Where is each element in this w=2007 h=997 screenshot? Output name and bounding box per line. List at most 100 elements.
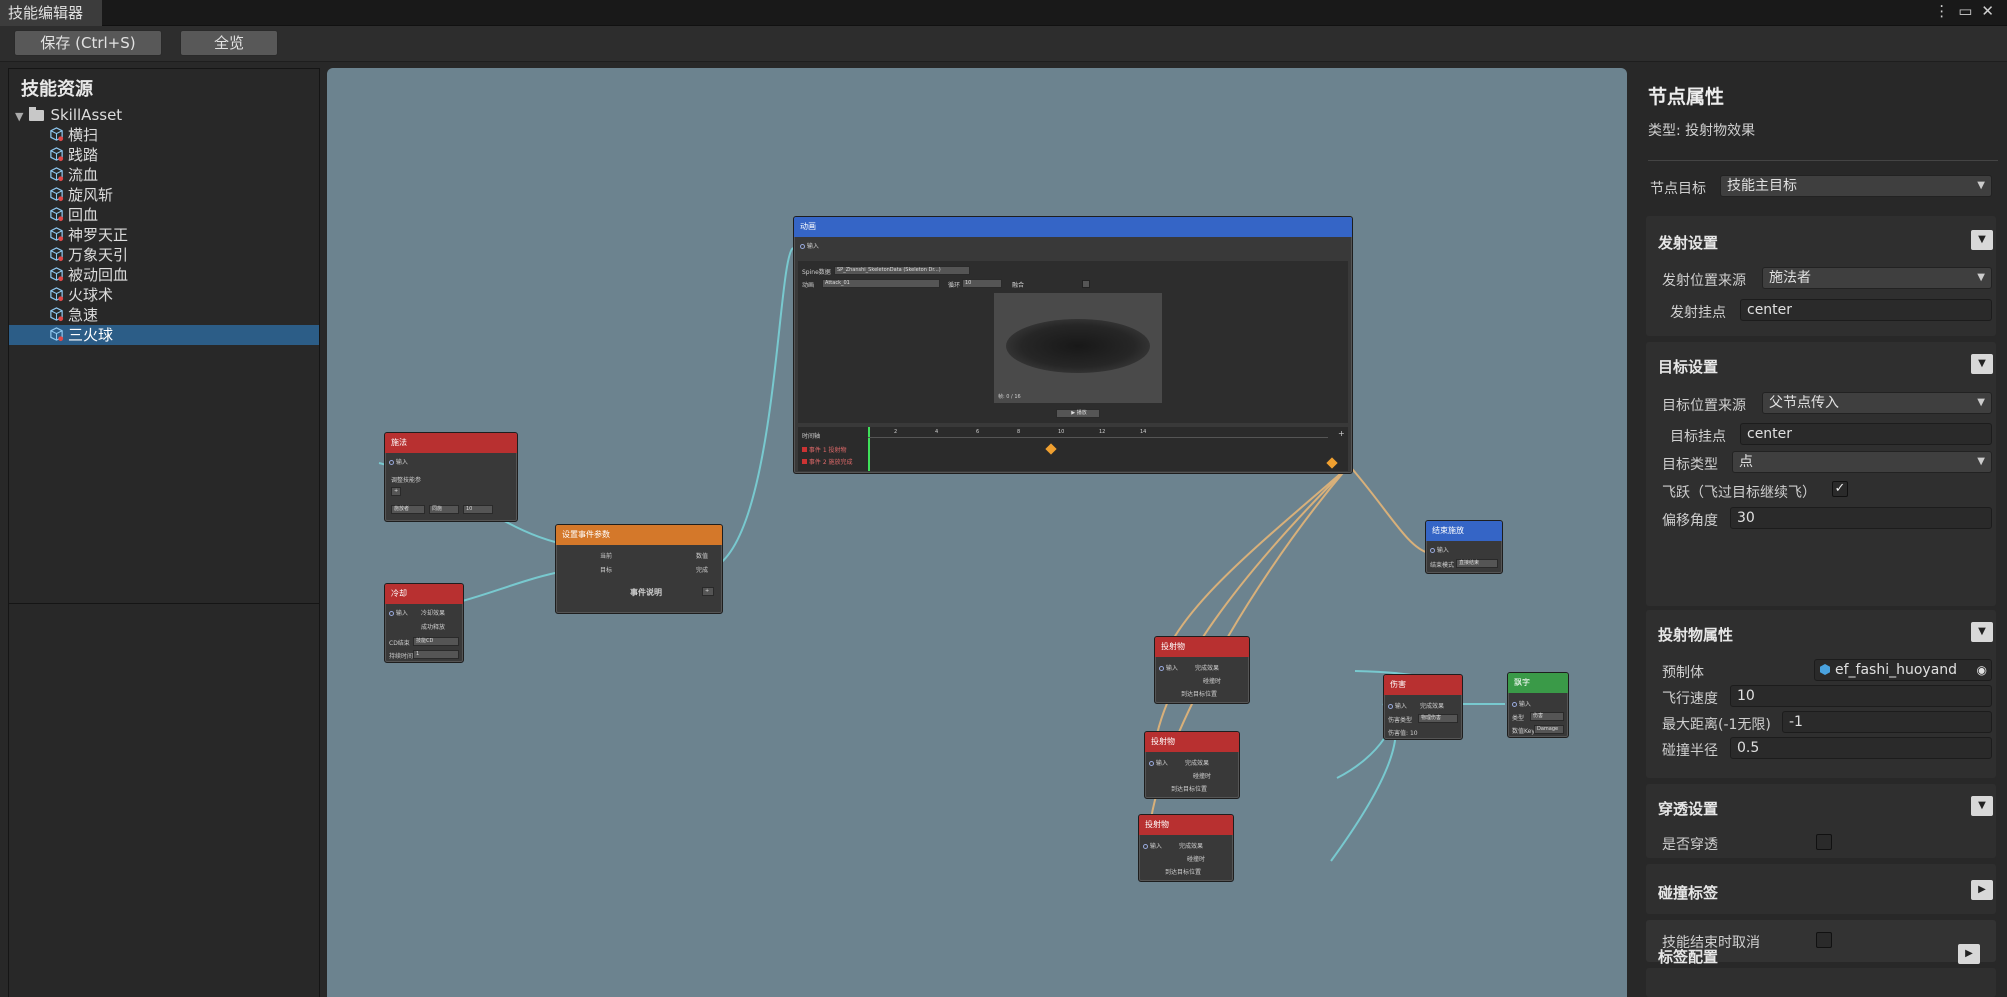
tree-root-row[interactable]: ▼SkillAsset xyxy=(9,105,319,125)
node-event-p4[interactable]: 完成 xyxy=(696,567,709,574)
target-mount-input[interactable]: center xyxy=(1740,423,1992,445)
node-set-event[interactable]: 设置事件参数 当前 目标 数值 完成 事件说明 + xyxy=(555,524,723,614)
node-cooldown[interactable]: 冷却 输入 冷却效果 成功释放 CD结束 技能CD 持续时间 1 xyxy=(384,583,464,663)
node-projectile-3[interactable]: 投射物 输入 完成效果 碰撞时 到达目标位置 xyxy=(1138,814,1234,882)
expand-arrow-icon[interactable]: ▼ xyxy=(15,110,24,123)
node-cast-val[interactable]: 10 xyxy=(463,505,493,514)
target-settings-fold-button[interactable]: ▼ xyxy=(1971,354,1993,374)
node-proj2-p3[interactable]: 到达目标位置 xyxy=(1171,786,1208,793)
node-cast-opt2[interactable]: 同施 xyxy=(429,505,459,514)
node-cooldown-p1[interactable]: 冷却效果 xyxy=(421,610,446,617)
node-number-input[interactable]: 输入 xyxy=(1512,699,1531,708)
node-spine-anim[interactable]: 动画 输入 Spine数据 SP_Zhanshi_SkeletonData (S… xyxy=(793,216,1353,474)
node-event-p3[interactable]: 数值 xyxy=(696,553,709,560)
node-proj3-p3[interactable]: 到达目标位置 xyxy=(1165,869,1202,876)
pierce-enable-checkbox[interactable] xyxy=(1816,834,1832,850)
tag-config-expand-button[interactable]: ▶ xyxy=(1958,944,1980,964)
launch-mount-input[interactable]: center xyxy=(1740,299,1992,321)
node-cast[interactable]: 施法 输入 调整技能参 + 施放者 同施 10 xyxy=(384,432,518,522)
node-proj3-p1[interactable]: 完成效果 xyxy=(1179,843,1204,850)
node-spine-input[interactable]: 输入 xyxy=(800,241,819,250)
close-icon[interactable]: ✕ xyxy=(1981,2,2003,20)
tree-item-skill[interactable]: 践踏 xyxy=(9,145,319,165)
node-floating-number[interactable]: 飘字 输入 类型 伤害 数值Key Damage xyxy=(1507,672,1569,738)
skill-asset-panel: 技能资源 ▼SkillAsset 横扫践踏流血旋风斩回血神罗天正万象天引被动回血… xyxy=(8,68,320,604)
node-number-type-select[interactable]: 伤害 xyxy=(1530,712,1564,721)
node-cooldown-cd-select[interactable]: 技能CD xyxy=(413,637,459,646)
tree-item-skill[interactable]: 万象天引 xyxy=(9,245,319,265)
save-button[interactable]: 保存 (Ctrl+S) xyxy=(14,30,162,56)
node-number-key-field[interactable]: Damage xyxy=(1534,725,1564,734)
node-event-add[interactable]: + xyxy=(702,587,714,596)
node-proj1-input[interactable]: 输入 xyxy=(1159,663,1178,672)
maximize-icon[interactable]: ▭ xyxy=(1958,2,1982,20)
tree-item-skill[interactable]: 三火球 xyxy=(9,325,319,345)
node-proj2-input[interactable]: 输入 xyxy=(1149,758,1168,767)
node-end-opt-select[interactable]: 直接结束 xyxy=(1456,559,1498,568)
node-proj1-p2[interactable]: 碰撞时 xyxy=(1203,678,1222,685)
node-spine-loop-value[interactable]: 10 xyxy=(962,279,1002,288)
object-picker-icon[interactable]: ◉ xyxy=(1976,663,1987,677)
node-cooldown-p2[interactable]: 成功释放 xyxy=(421,624,446,631)
timeline-add-icon[interactable]: + xyxy=(1338,429,1345,438)
tree-item-skill[interactable]: 旋风斩 xyxy=(9,185,319,205)
launch-source-select[interactable]: 施法者▼ xyxy=(1762,267,1992,289)
prefab-object-field[interactable]: ef_fashi_huoyand◉ xyxy=(1814,659,1992,681)
node-damage-type-select[interactable]: 物理伤害 xyxy=(1418,714,1458,723)
node-graph-canvas[interactable]: 施法 输入 调整技能参 + 施放者 同施 10 冷却 输入 冷却效果 成功释放 … xyxy=(327,68,1627,997)
cancel-on-end-checkbox[interactable] xyxy=(1816,932,1832,948)
tree-item-skill[interactable]: 横扫 xyxy=(9,125,319,145)
target-source-select[interactable]: 父节点传入▼ xyxy=(1762,392,1992,414)
node-end-cast[interactable]: 结束施放 输入 结束模式 直接结束 xyxy=(1425,520,1503,574)
collision-radius-input[interactable]: 0.5 xyxy=(1730,737,1992,759)
node-cast-add[interactable]: + xyxy=(391,487,401,496)
max-distance-input[interactable]: -1 xyxy=(1782,711,1992,733)
tree-item-skill[interactable]: 神罗天正 xyxy=(9,225,319,245)
node-proj1-p3[interactable]: 到达目标位置 xyxy=(1181,691,1218,698)
node-event-p1[interactable]: 当前 xyxy=(600,553,613,560)
tree-item-skill[interactable]: 被动回血 xyxy=(9,265,319,285)
tree-item-skill[interactable]: 回血 xyxy=(9,205,319,225)
window-tab[interactable]: 技能编辑器 xyxy=(0,0,102,26)
collision-tag-expand-button[interactable]: ▶ xyxy=(1971,880,1993,900)
target-type-select[interactable]: 点▼ xyxy=(1732,451,1992,473)
node-spine-data-field[interactable]: SP_Zhanshi_SkeletonData (Skeleton Dr...) xyxy=(834,266,970,275)
node-damage[interactable]: 伤害 输入 完成效果 伤害类型 物理伤害 伤害值: 10 xyxy=(1383,674,1463,740)
timeline-marker-1[interactable] xyxy=(1045,443,1057,455)
node-projectile-1[interactable]: 投射物 输入 完成效果 碰撞时 到达目标位置 xyxy=(1154,636,1250,704)
more-menu-icon[interactable]: ⋮ xyxy=(1934,2,1959,20)
timeline-event-2[interactable]: 事件 2 施放完成 xyxy=(802,457,853,466)
timeline-event-1[interactable]: 事件 1 投射物 xyxy=(802,445,847,454)
tree-item-skill[interactable]: 流血 xyxy=(9,165,319,185)
node-cast-opt1[interactable]: 施放者 xyxy=(391,505,425,514)
projectile-props-fold-button[interactable]: ▼ xyxy=(1971,622,1993,642)
node-proj3-input[interactable]: 输入 xyxy=(1143,841,1162,850)
node-projectile-2[interactable]: 投射物 输入 完成效果 碰撞时 到达目标位置 xyxy=(1144,731,1240,799)
fly-speed-input[interactable]: 10 xyxy=(1730,685,1992,707)
node-spine-mix-checkbox[interactable] xyxy=(1082,280,1090,288)
node-cooldown-time-value[interactable]: 1 xyxy=(413,650,459,659)
node-proj1-p1[interactable]: 完成效果 xyxy=(1195,665,1220,672)
overview-button[interactable]: 全览 xyxy=(180,30,278,56)
fly-through-checkbox[interactable]: ✓ xyxy=(1832,481,1848,497)
tree-item-skill[interactable]: 急速 xyxy=(9,305,319,325)
node-target-select[interactable]: 技能主目标▼ xyxy=(1720,175,1992,197)
node-cast-input[interactable]: 输入 xyxy=(389,457,408,466)
pierce-settings-fold-button[interactable]: ▼ xyxy=(1971,796,1993,816)
node-proj2-p1[interactable]: 完成效果 xyxy=(1185,760,1210,767)
node-cooldown-input[interactable]: 输入 xyxy=(389,608,408,617)
node-event-p2[interactable]: 目标 xyxy=(600,567,613,574)
launch-settings-fold-button[interactable]: ▼ xyxy=(1971,230,1993,250)
node-end-input[interactable]: 输入 xyxy=(1430,545,1449,554)
node-proj3-p2[interactable]: 碰撞时 xyxy=(1187,856,1206,863)
node-damage-output[interactable]: 完成效果 xyxy=(1420,703,1445,710)
node-spine-anim-select[interactable]: Attack_01 xyxy=(822,279,940,288)
node-proj2-p2[interactable]: 碰撞时 xyxy=(1193,773,1212,780)
offset-angle-input[interactable]: 30 xyxy=(1730,507,1992,529)
node-damage-input[interactable]: 输入 xyxy=(1388,701,1407,710)
timeline-marker-2[interactable] xyxy=(1326,457,1338,469)
timeline-playhead[interactable] xyxy=(868,427,870,471)
node-spine-play-button[interactable]: ▶ 播放 xyxy=(1056,409,1100,418)
tree-item-skill[interactable]: 火球术 xyxy=(9,285,319,305)
